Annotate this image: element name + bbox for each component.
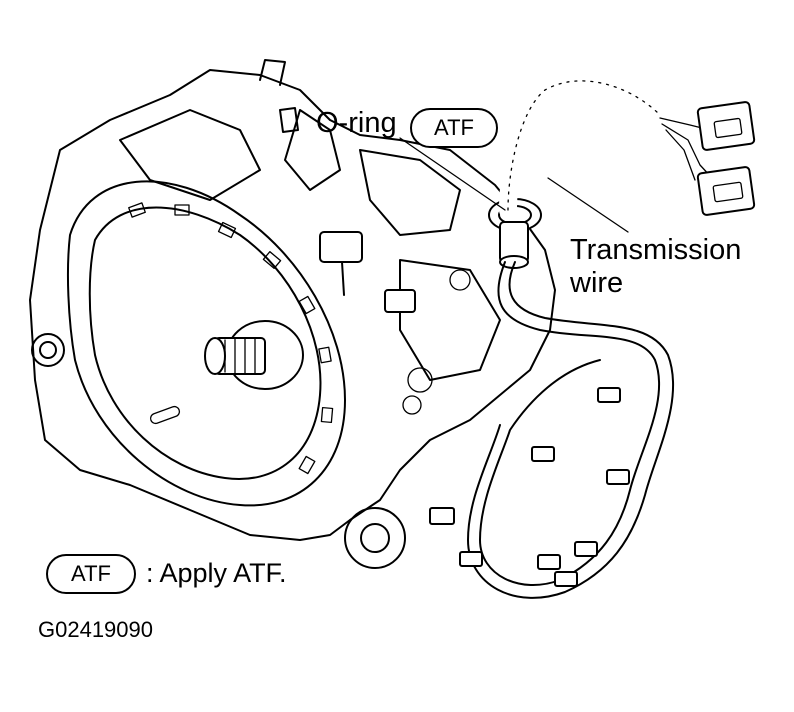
transmission-wire-label-line1: Transmission: [570, 234, 742, 266]
legend-atf-badge: ATF: [46, 554, 136, 594]
oring-leader-line: [399, 137, 506, 211]
figure-code: G02419090: [38, 617, 153, 642]
oring-label: O-ring: [316, 107, 397, 139]
transmission-wire-label-line2: wire: [570, 267, 624, 299]
oring-atf-badge: ATF: [410, 108, 498, 148]
housing-bolt-holes: [128, 202, 334, 475]
harness-clips: [429, 387, 630, 587]
harness-connector-2: [696, 166, 756, 216]
transmission-wire-harness: [429, 71, 756, 599]
legend-text: : Apply ATF.: [146, 558, 287, 588]
harness-connector-1: [696, 101, 756, 151]
input-shaft: [204, 320, 304, 390]
wire-leader-line: [547, 177, 629, 233]
transmission-case: [29, 59, 556, 569]
